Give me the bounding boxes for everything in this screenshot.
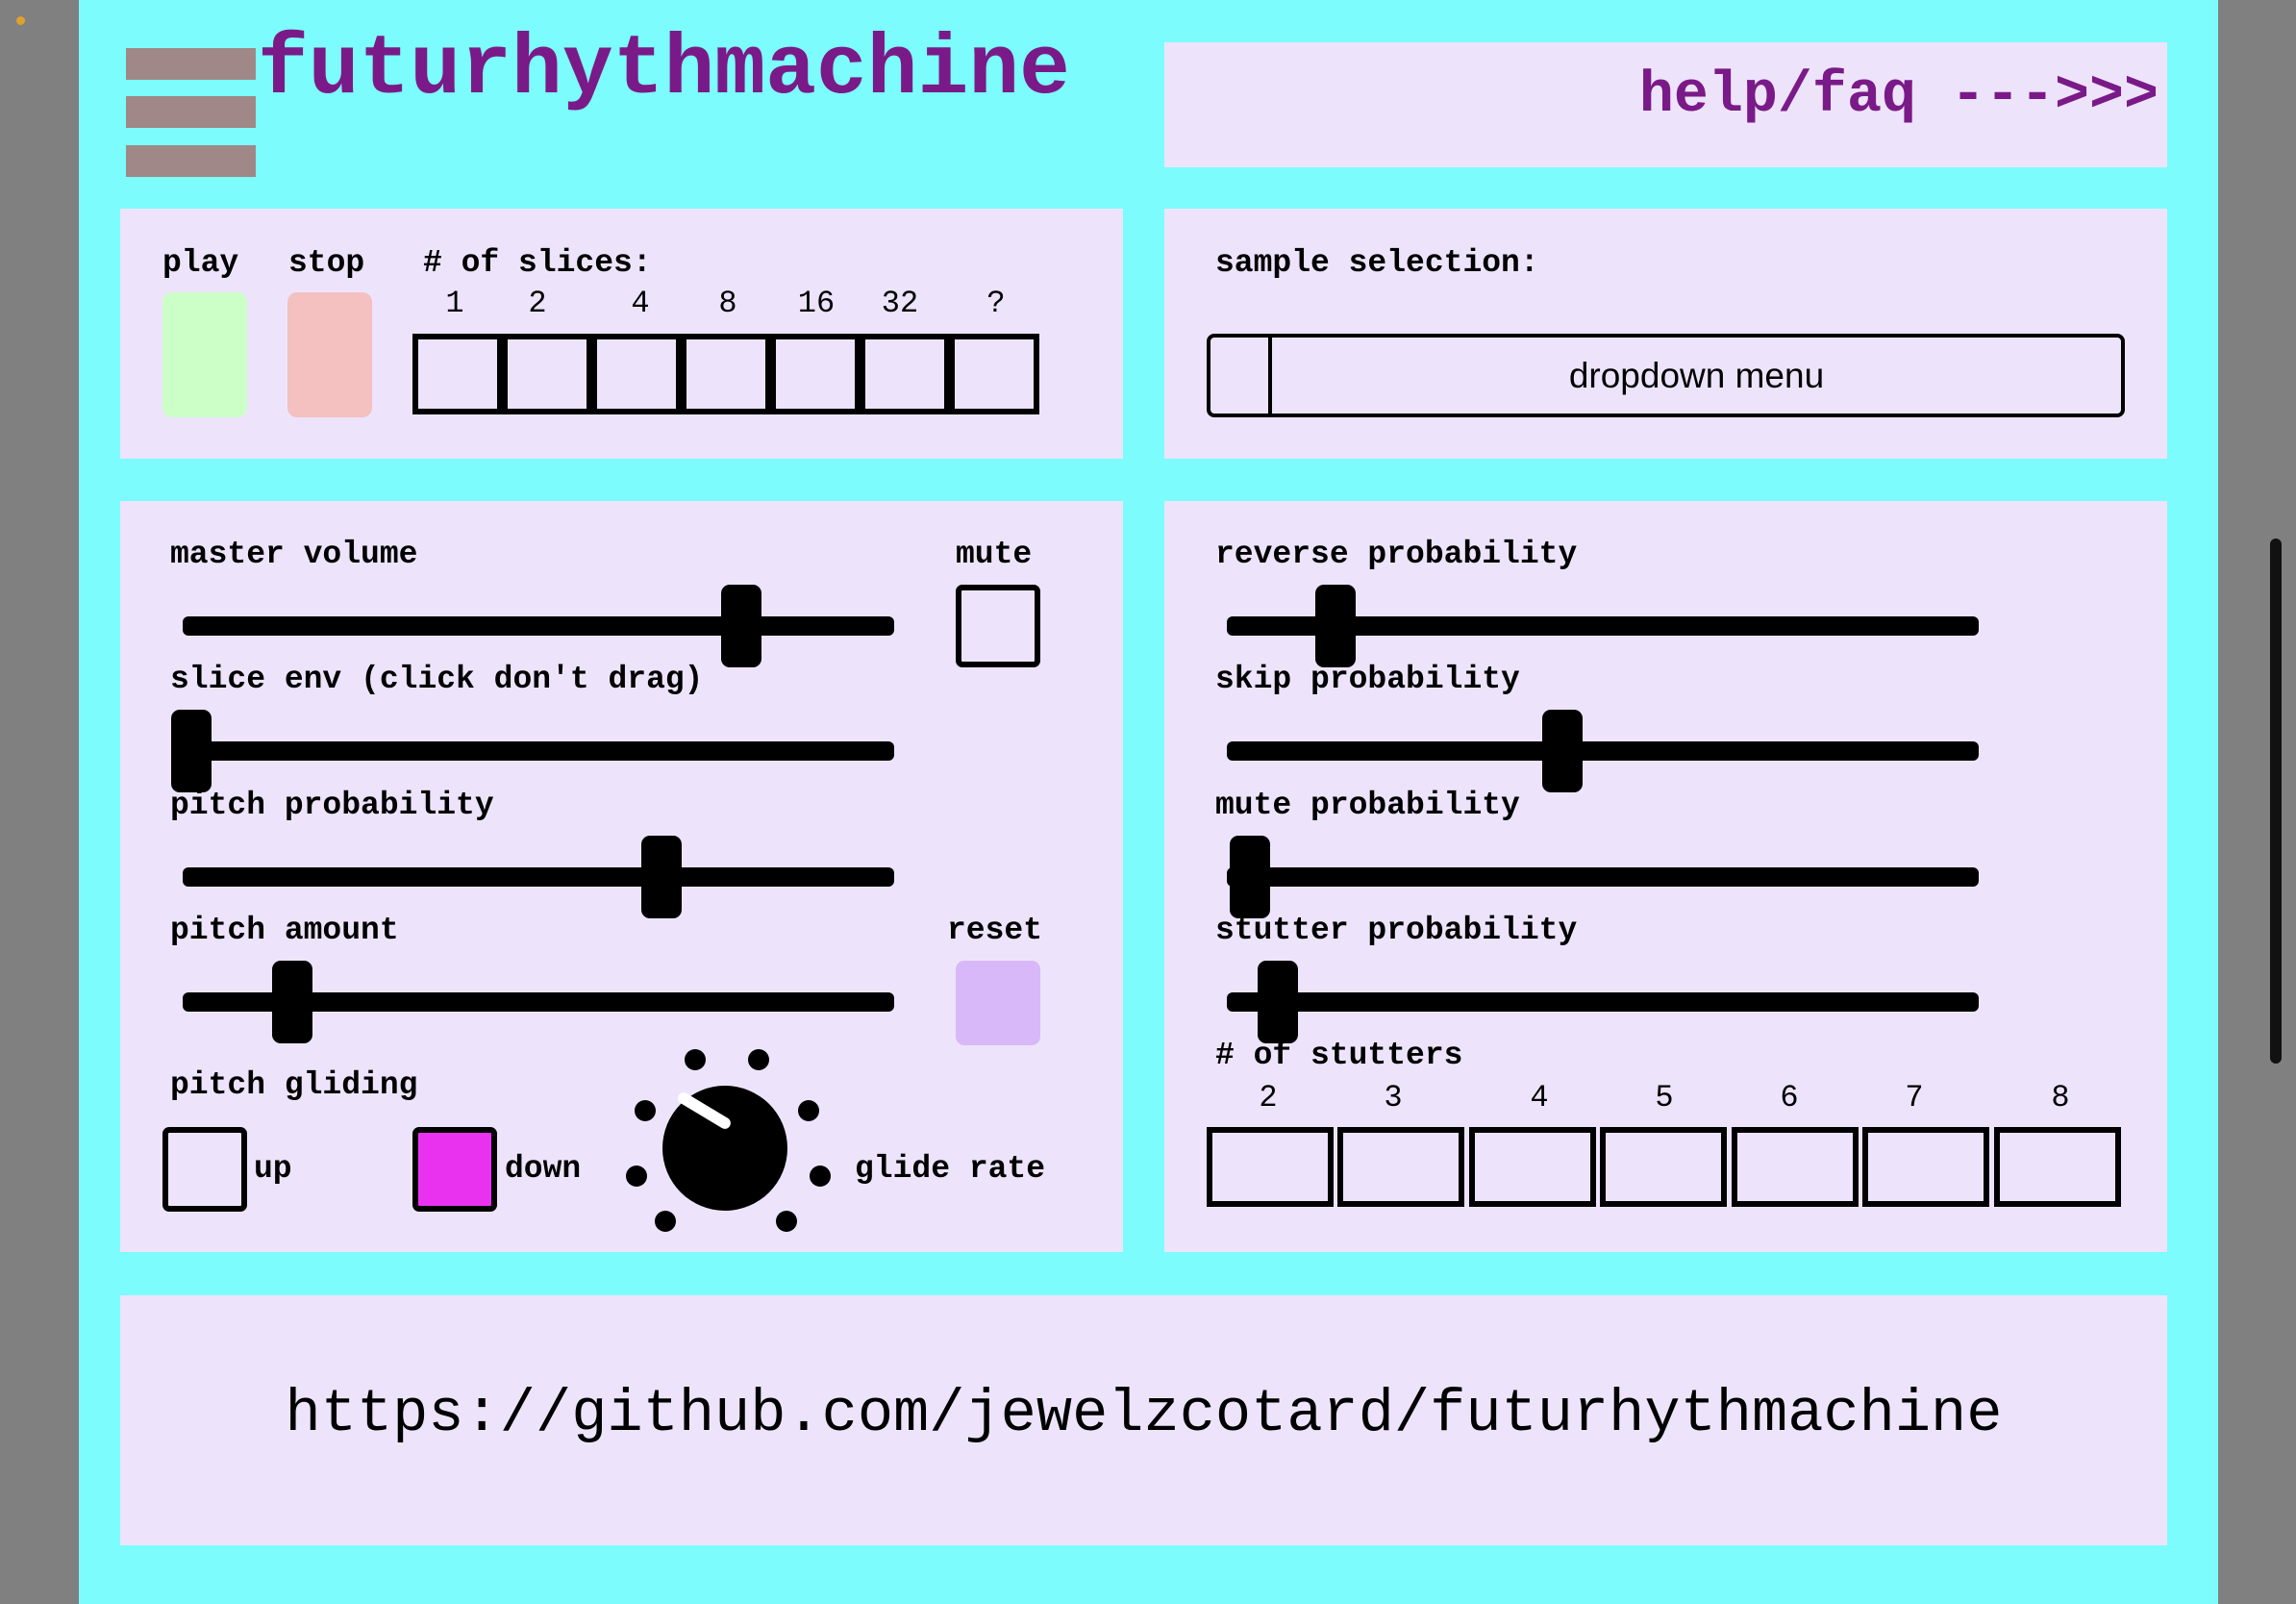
stutter-option-label: 5 [1655,1080,1674,1115]
stutter-checkbox[interactable] [1600,1127,1727,1207]
knob-tick-dot [776,1211,797,1232]
reset-label: reset [947,913,1043,948]
slider-thumb[interactable] [1229,836,1270,918]
slice-option-label: 16 [797,286,836,321]
slider-thumb[interactable] [1258,961,1299,1043]
slice-option-label: 2 [528,286,547,321]
slices-label: # of slices: [423,245,652,281]
mute-probability-slider[interactable] [1227,836,1979,918]
slice-env-label: slice env (click don't drag) [170,662,704,697]
play-button[interactable] [162,292,247,417]
slider-track [1227,867,1979,887]
reverse-probability-slider[interactable] [1227,585,1979,667]
glide-rate-knob[interactable] [615,1043,836,1236]
knob-tick-dot [798,1100,819,1121]
play-label: play [162,245,239,281]
glide-down-label: down [505,1151,582,1187]
help-faq-link[interactable]: help/faq --->>> [1638,63,2159,129]
stutter-option-label: 3 [1384,1080,1403,1115]
slider-track [183,741,894,761]
pitch-gliding-label: pitch gliding [170,1067,418,1103]
pitch-amount-label: pitch amount [170,913,399,948]
slider-track [1227,616,1979,636]
app-title: futurhythmachine [258,23,1070,118]
stutter-probability-slider[interactable] [1227,961,1979,1043]
master-volume-slider[interactable] [183,585,894,667]
stop-label: stop [288,245,365,281]
mute-label: mute [956,537,1033,572]
stutter-checkbox[interactable] [1994,1127,2121,1207]
slice-checkbox[interactable] [412,334,503,414]
dropdown-text: dropdown menu [1568,356,1825,395]
knob-tick-dot [635,1100,656,1121]
skip-probability-label: skip probability [1215,662,1520,697]
glide-rate-label: glide rate [855,1151,1046,1187]
slider-thumb[interactable] [171,710,212,792]
slider-track [183,867,894,887]
pitch-probability-label: pitch probability [170,788,494,823]
slice-checkbox[interactable] [502,334,592,414]
reverse-probability-label: reverse probability [1215,537,1578,572]
knob-tick-dot [626,1165,647,1187]
knob-tick-dot [685,1049,706,1070]
stutter-option-label: 7 [1905,1080,1924,1115]
stutter-option-label: 4 [1530,1080,1549,1115]
slider-thumb[interactable] [1314,585,1356,667]
slice-option-label: ? [986,286,1006,321]
slice-checkbox[interactable] [770,334,861,414]
master-volume-label: master volume [170,537,418,572]
pitch-probability-slider[interactable] [183,836,894,918]
slider-thumb[interactable] [721,585,762,667]
slice-checkbox[interactable] [681,334,771,414]
knob-tick-dot [655,1211,676,1232]
slider-thumb[interactable] [1542,710,1584,792]
hamburger-menu-icon[interactable] [126,48,256,177]
stutters-count-label: # of stutters [1215,1038,1463,1073]
slider-thumb[interactable] [640,836,682,918]
glide-up-checkbox[interactable] [162,1127,247,1212]
slider-track [1227,992,1979,1012]
status-dot [16,16,25,25]
help-panel [1164,42,2167,167]
reset-button[interactable] [956,961,1040,1045]
stutter-checkbox[interactable] [1862,1127,1989,1207]
slider-track [183,992,894,1012]
pitch-amount-slider[interactable] [183,961,894,1043]
slice-option-label: 4 [631,286,650,321]
knob-tick-dot [810,1165,831,1187]
stutter-checkbox[interactable] [1337,1127,1464,1207]
glide-up-label: up [254,1151,292,1187]
slider-thumb[interactable] [271,961,312,1043]
slice-env-slider[interactable] [171,710,894,792]
slice-checkbox[interactable] [949,334,1039,414]
github-url-link[interactable]: https://github.com/jewelzcotard/futurhyt… [285,1380,2003,1448]
slider-track [183,616,894,636]
slice-checkbox[interactable] [591,334,682,414]
slice-option-label: 32 [881,286,919,321]
sample-dropdown[interactable]: dropdown menu [1207,334,2125,417]
glide-down-checkbox[interactable] [412,1127,497,1212]
footer-panel [120,1295,2167,1545]
stutter-option-label: 6 [1780,1080,1799,1115]
stutter-checkbox[interactable] [1732,1127,1859,1207]
slider-track [1227,741,1979,761]
mute-probability-label: mute probability [1215,788,1520,823]
stutter-checkbox[interactable] [1469,1127,1596,1207]
stutter-checkbox[interactable] [1207,1127,1334,1207]
skip-probability-slider[interactable] [1227,710,1979,792]
stutter-option-label: 8 [2051,1080,2070,1115]
slice-option-label: 1 [445,286,464,321]
mute-checkbox[interactable] [956,585,1040,667]
slice-option-label: 8 [718,286,737,321]
knob-tick-dot [748,1049,769,1070]
vertical-scrollbar-thumb[interactable] [2270,539,2282,1064]
stutter-option-label: 2 [1259,1080,1278,1115]
slice-checkbox[interactable] [860,334,950,414]
dropdown-handle[interactable] [1210,338,1272,414]
stutter-probability-label: stutter probability [1215,913,1578,948]
knob-indicator [675,1090,734,1132]
knob-body[interactable] [662,1086,787,1211]
stop-button[interactable] [287,292,372,417]
sample-selection-label: sample selection: [1215,245,1539,281]
